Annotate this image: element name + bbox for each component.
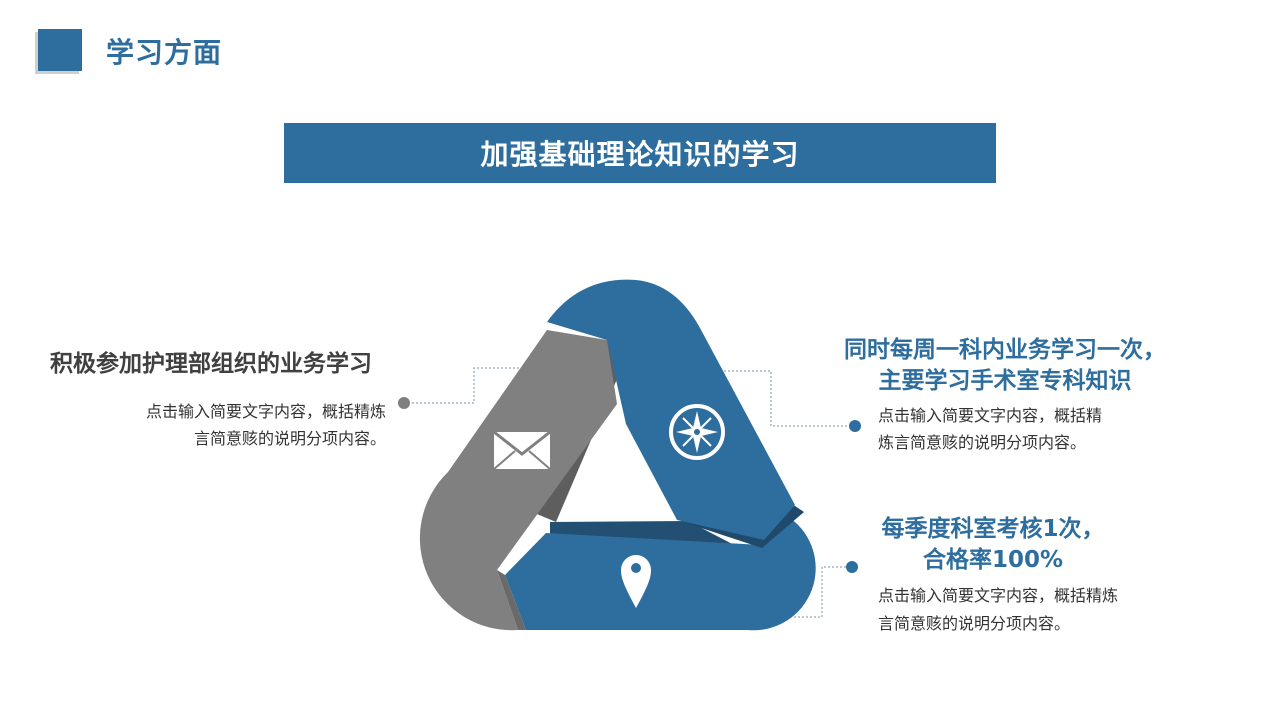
right-top-description: 点击输入简要文字内容，概括精 炼言简意赅的说明分项内容。 bbox=[878, 402, 1158, 456]
right-bottom-description: 点击输入简要文字内容，概括精炼 言简意赅的说明分项内容。 bbox=[878, 582, 1168, 638]
right-bottom-heading-line2: 合格率100% bbox=[922, 547, 1064, 573]
connector-lines bbox=[404, 367, 854, 618]
banner: 加强基础理论知识的学习 bbox=[284, 123, 996, 183]
bottom-arm bbox=[505, 518, 816, 631]
compass-icon bbox=[669, 404, 725, 460]
right-bottom-heading-line1: 每季度科室考核1次， bbox=[881, 516, 1105, 542]
right-top-desc-line2: 炼言简意赅的说明分项内容。 bbox=[878, 433, 1087, 452]
page-title: 学习方面 bbox=[106, 36, 223, 69]
connector-dot-right-bottom bbox=[846, 561, 858, 573]
connector-dot-right-top bbox=[849, 420, 861, 432]
left-description: 点击输入简要文字内容，概括精炼 言简意赅的说明分项内容。 bbox=[96, 398, 386, 452]
mail-icon bbox=[493, 430, 551, 470]
right-bottom-desc-line1: 点击输入简要文字内容，概括精炼 bbox=[878, 586, 1119, 605]
right-top-desc-line1: 点击输入简要文字内容，概括精 bbox=[878, 406, 1103, 425]
location-pin-icon bbox=[621, 555, 651, 608]
bottom-arm-body bbox=[505, 518, 816, 631]
header-accent-square bbox=[38, 29, 82, 71]
connector-left bbox=[404, 367, 520, 404]
right-top-heading: 同时每周一科内业务学习一次， 主要学习手术室专科知识 bbox=[812, 335, 1198, 397]
left-arm-edge bbox=[497, 570, 526, 630]
right-bottom-desc-line2: 言简意赅的说明分项内容。 bbox=[878, 614, 1071, 633]
right-top-heading-line2: 主要学习手术室专科知识 bbox=[878, 368, 1132, 394]
connector-dot-left bbox=[398, 397, 410, 409]
left-arm-body bbox=[419, 330, 617, 631]
right-bottom-heading: 每季度科室考核1次， 合格率100% bbox=[848, 514, 1138, 576]
connector-right-bottom bbox=[794, 566, 852, 618]
left-arm bbox=[419, 330, 620, 631]
left-desc-line2: 言简意赅的说明分项内容。 bbox=[193, 429, 386, 448]
right-arm-body bbox=[547, 279, 795, 540]
left-desc-line1: 点击输入简要文字内容，概括精炼 bbox=[145, 402, 386, 421]
banner-title: 加强基础理论知识的学习 bbox=[480, 138, 800, 171]
right-arm bbox=[547, 279, 804, 548]
right-top-heading-line1: 同时每周一科内业务学习一次， bbox=[844, 337, 1166, 363]
left-heading: 积极参加护理部组织的业务学习 bbox=[50, 351, 372, 377]
